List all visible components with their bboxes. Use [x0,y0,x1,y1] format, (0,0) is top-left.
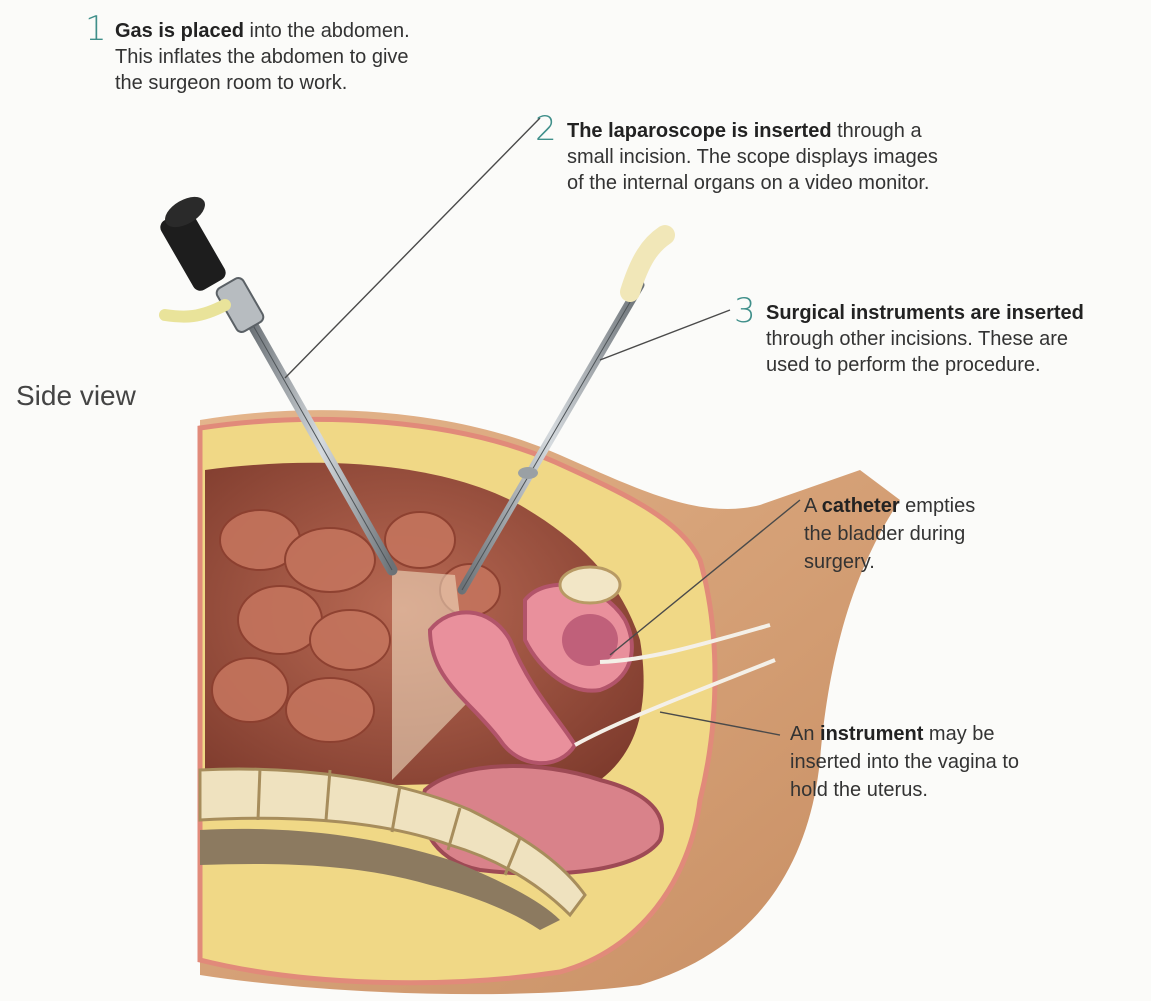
step-number: 1 [85,12,107,46]
step-2-line3: of the internal organs on a video monito… [567,170,1015,196]
bladder-lumen [562,614,618,666]
step-3-bold: Surgical instruments are inserted [766,302,1084,324]
catheter-bold: catheter [822,495,900,517]
step-2: 2 The laparoscope is inserted through a … [535,118,1015,196]
step-3-line3: used to perform the procedure. [766,352,1149,378]
step-2-bold: The laparoscope is inserted [567,120,832,142]
step-1-line3: the surgeon room to work. [115,70,505,96]
instrument-bold: instrument [820,723,923,745]
step-1-text: into the abdomen. [244,20,410,42]
step-2-line2: small incision. The scope displays image… [567,144,1015,170]
instrument-post: may be [923,723,994,745]
catheter-line2: the bladder during [804,520,1044,548]
catheter-line3: surgery. [804,548,1044,576]
step-2-text: through a [832,120,922,142]
step-number: 3 [734,294,756,328]
step-3-line2: through other incisions. These are [766,326,1149,352]
catheter-post: empties [900,495,976,517]
instrument-callout: An instrument may be inserted into the v… [790,720,1090,804]
step-3: 3 Surgical instruments are inserted thro… [734,300,1149,378]
pubic-bone [560,567,620,603]
catheter-callout: A catheter empties the bladder during su… [804,492,1044,576]
step-1: 1 Gas is placed into the abdomen. This i… [85,18,505,96]
side-view-label: Side view [16,380,136,412]
instrument-pre: An [790,723,820,745]
instrument-line3: hold the uterus. [790,776,1090,804]
catheter-pre: A [804,495,822,517]
instrument-line2: inserted into the vagina to [790,748,1090,776]
step-number: 2 [535,112,557,146]
step-1-line2: This inflates the abdomen to give [115,44,505,70]
step-1-bold: Gas is placed [115,20,244,42]
